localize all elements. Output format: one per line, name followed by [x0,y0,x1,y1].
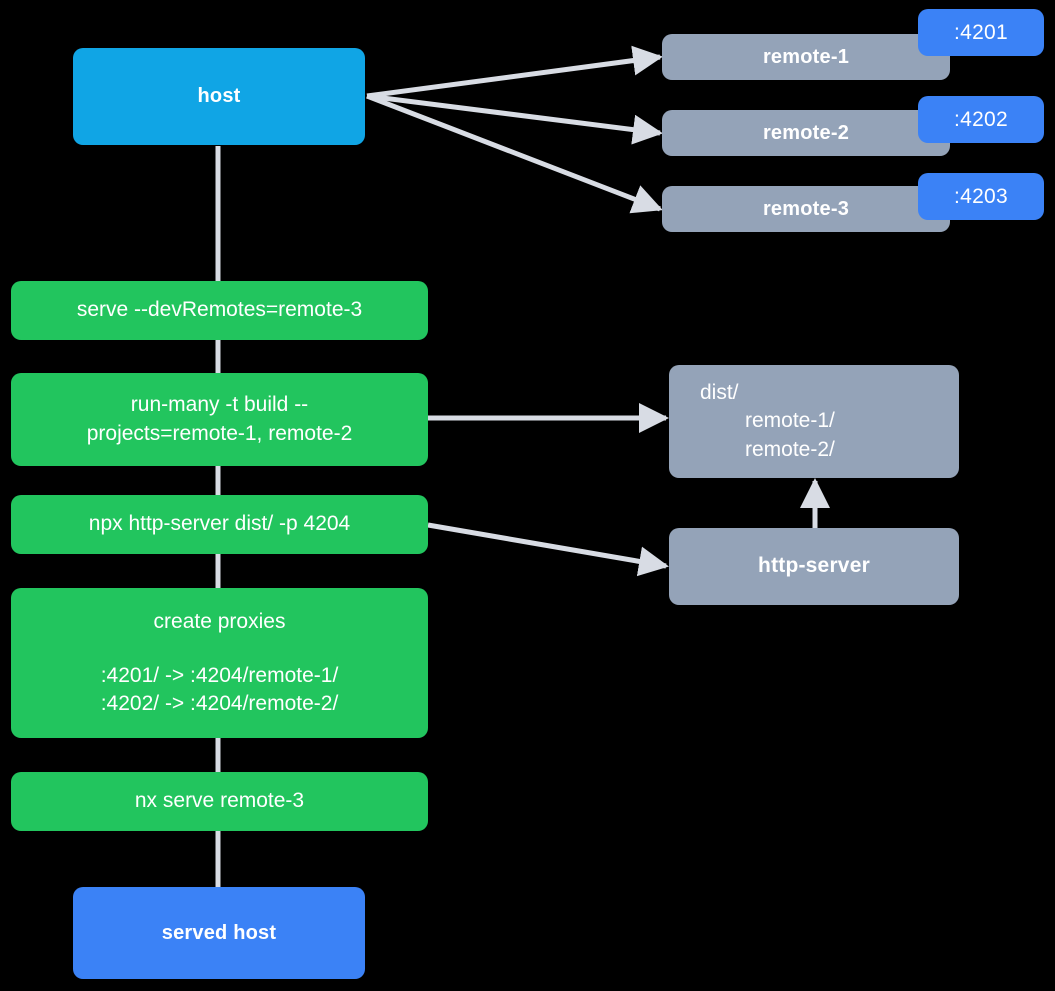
badge-port-4201-label: :4201 [953,20,1009,44]
badge-port-4203: :4203 [918,173,1044,220]
command-create-proxies-mapping-1: :4201/ -> :4204/remote-1/ [100,663,339,687]
command-run-many-line-1: run-many -t build -- [130,393,309,417]
edge-host-to-remote-3 [366,93,663,214]
command-create-proxies[interactable]: create proxies :4201/ -> :4204/remote-1/… [11,588,428,738]
command-create-proxies-title: create proxies [153,609,286,633]
command-serve-dev-remotes[interactable]: serve --devRemotes=remote-3 [11,281,428,340]
node-remote-3[interactable]: remote-3 [662,186,950,232]
command-nx-serve-remote-3[interactable]: nx serve remote-3 [11,772,428,831]
node-remote-2[interactable]: remote-2 [662,110,950,156]
node-remote-3-label: remote-3 [762,197,850,220]
node-host[interactable]: host [73,48,365,145]
node-dist-folder-line-3: remote-2/ [745,437,835,461]
node-served-host-label: served host [161,921,277,944]
badge-port-4202-label: :4202 [953,107,1009,131]
command-run-many-line-2: projects=remote-1, remote-2 [86,421,353,445]
command-create-proxies-mapping-2: :4202/ -> :4204/remote-2/ [100,692,339,716]
command-npx-http-server[interactable]: npx http-server dist/ -p 4204 [11,495,428,554]
node-remote-1-label: remote-1 [762,45,850,68]
command-serve-dev-remotes-label: serve --devRemotes=remote-3 [76,298,363,322]
node-dist-folder[interactable]: dist/ remote-1/ remote-2/ [669,365,959,478]
edge-host-to-remote-2 [366,93,663,145]
badge-port-4201: :4201 [918,9,1044,56]
command-npx-http-server-label: npx http-server dist/ -p 4204 [88,512,351,536]
node-host-label: host [197,85,241,108]
badge-port-4202: :4202 [918,96,1044,143]
command-run-many[interactable]: run-many -t build -- projects=remote-1, … [11,373,428,466]
node-remote-1[interactable]: remote-1 [662,34,950,80]
node-dist-folder-line-1: dist/ [700,381,739,405]
node-dist-folder-line-2: remote-1/ [745,409,835,433]
node-served-host[interactable]: served host [73,887,365,979]
node-http-server-label: http-server [758,554,870,578]
edge-host-to-remote-1 [366,45,663,99]
edge-npx-to-http-server [427,522,669,577]
node-remote-2-label: remote-2 [762,121,850,144]
command-nx-serve-remote-3-label: nx serve remote-3 [134,789,305,813]
node-http-server[interactable]: http-server [669,528,959,605]
badge-port-4203-label: :4203 [953,184,1009,208]
